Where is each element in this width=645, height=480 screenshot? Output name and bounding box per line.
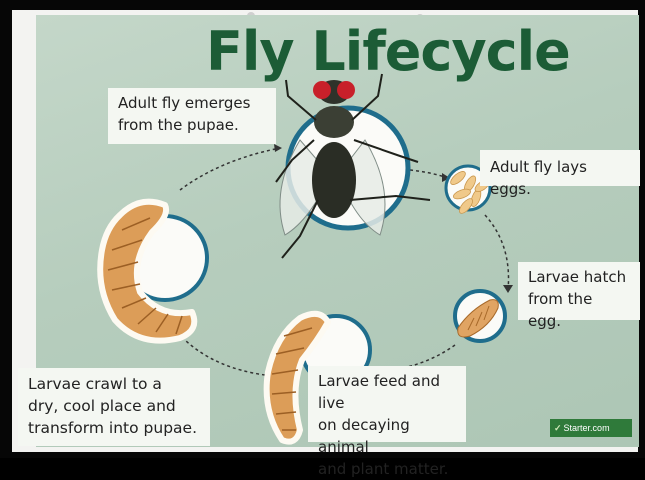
poster-title: Fly Lifecycle: [206, 22, 486, 92]
label-larvae-crawl: Larvae crawl to a dry, cool place and tr…: [18, 368, 210, 446]
brand-logo: ✓Starter.com: [550, 419, 632, 437]
label-lays-eggs: Adult fly lays eggs.: [480, 150, 640, 186]
check-icon: ✓: [554, 423, 562, 433]
arrow-to-adult: [180, 148, 280, 190]
arrow-to-hatch: [485, 215, 509, 290]
label-larvae-feed: Larvae feed and live on decaying animal …: [308, 366, 466, 442]
label-adult-emerges: Adult fly emerges from the pupae.: [108, 88, 276, 144]
photo: Fly Lifecycle Adult fly emerges from the…: [0, 0, 645, 458]
logo-text: Starter.com: [564, 423, 610, 433]
label-larvae-hatch: Larvae hatch from the egg.: [518, 262, 640, 320]
